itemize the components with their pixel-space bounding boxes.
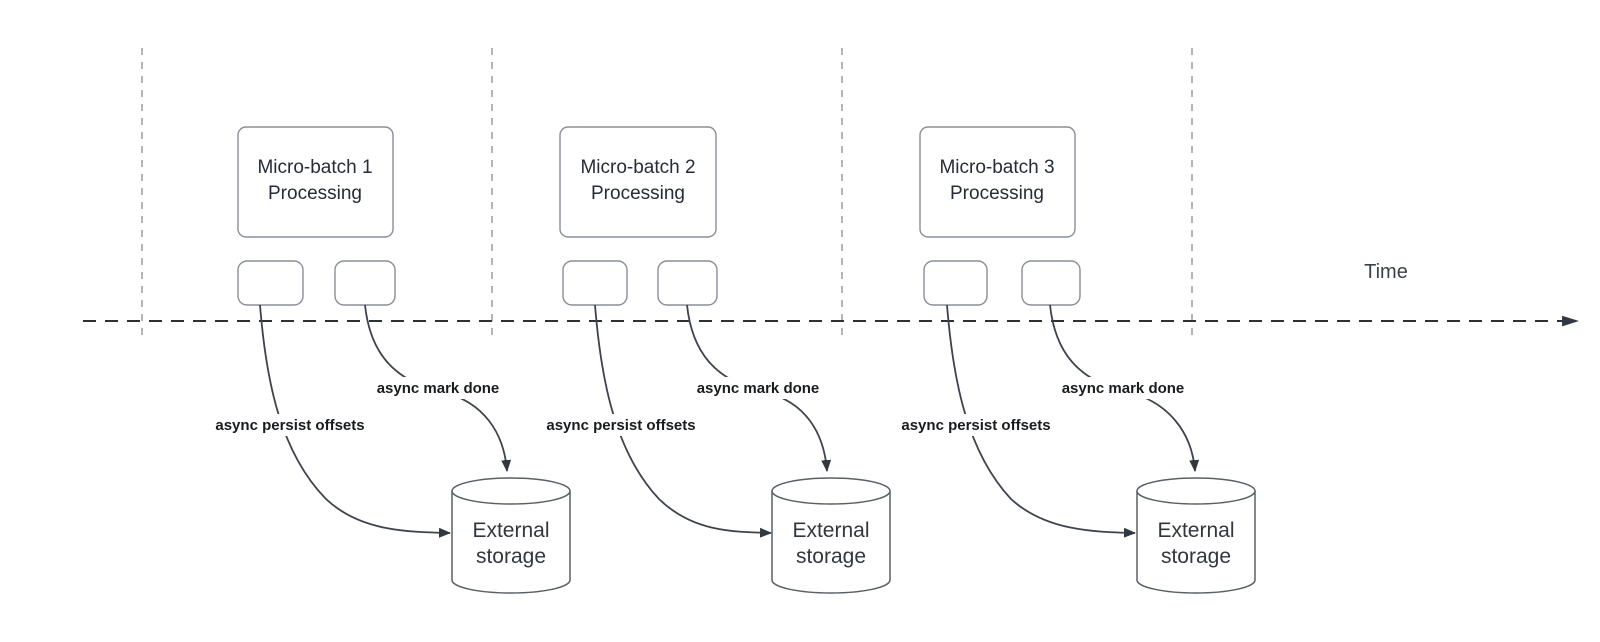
done-label-backdrop-2 bbox=[684, 377, 832, 399]
micro-batch-3-box bbox=[919, 126, 1076, 238]
done-source-box-2 bbox=[657, 260, 718, 306]
storage-label-line1-1: External bbox=[472, 519, 549, 542]
cylinder-top-3 bbox=[1136, 477, 1256, 505]
cylinder-body-3 bbox=[1136, 491, 1256, 594]
mark-done-label-3: async mark done bbox=[1062, 380, 1185, 397]
persist-source-box-2 bbox=[562, 260, 628, 306]
storage-label-line2-1: storage bbox=[476, 545, 546, 568]
external-storage-cylinder-2: External storage bbox=[771, 477, 891, 594]
persist-offsets-label-3: async persist offsets bbox=[901, 417, 1050, 434]
external-storage-cylinder-3: External storage bbox=[1136, 477, 1256, 594]
micro-batch-3-label-line2: Processing bbox=[950, 183, 1044, 204]
micro-batch-group-3: Micro-batch 3 Processing async persist o… bbox=[888, 126, 1256, 594]
cylinder-top-1 bbox=[451, 477, 571, 505]
micro-batch-group-1: Micro-batch 1 Processing async persist o… bbox=[202, 126, 571, 594]
persist-label-backdrop-2 bbox=[533, 414, 709, 436]
micro-batch-group-2: Micro-batch 2 Processing async persist o… bbox=[533, 126, 891, 594]
storage-label-line1-2: External bbox=[792, 519, 869, 542]
cylinder-top-2 bbox=[771, 477, 891, 505]
mark-done-label-2: async mark done bbox=[697, 380, 820, 397]
storage-label-line2-2: storage bbox=[796, 545, 866, 568]
done-label-backdrop-3 bbox=[1049, 377, 1197, 399]
micro-batch-2-box bbox=[559, 126, 717, 238]
external-storage-cylinder-1: External storage bbox=[451, 477, 571, 594]
cylinder-body-2 bbox=[771, 491, 891, 594]
cylinder-body-1 bbox=[451, 491, 571, 594]
done-source-box-1 bbox=[334, 260, 396, 306]
persist-source-box-3 bbox=[923, 260, 988, 306]
persist-label-backdrop-3 bbox=[888, 414, 1064, 436]
micro-batch-1-label-line1: Micro-batch 1 bbox=[257, 157, 372, 178]
persist-offsets-arrow-3 bbox=[946, 304, 1136, 538]
done-source-box-3 bbox=[1021, 260, 1081, 306]
persist-label-backdrop-1 bbox=[202, 414, 378, 436]
storage-label-line2-3: storage bbox=[1161, 545, 1231, 568]
micro-batch-2-label-line1: Micro-batch 2 bbox=[580, 157, 695, 178]
persist-source-box-1 bbox=[237, 260, 304, 306]
storage-label-line1-3: External bbox=[1157, 519, 1234, 542]
micro-batch-1-box bbox=[237, 126, 394, 238]
mark-done-label-1: async mark done bbox=[377, 380, 500, 397]
micro-batch-3-label-line1: Micro-batch 3 bbox=[939, 157, 1054, 178]
persist-offsets-label-1: async persist offsets bbox=[215, 417, 364, 434]
persist-offsets-arrow-1 bbox=[259, 304, 451, 538]
time-axis-label: Time bbox=[1364, 261, 1408, 283]
persist-offsets-label-2: async persist offsets bbox=[546, 417, 695, 434]
micro-batch-2-label-line2: Processing bbox=[591, 183, 685, 204]
done-label-backdrop-1 bbox=[364, 377, 512, 399]
persist-offsets-arrow-2 bbox=[594, 304, 772, 538]
micro-batch-1-label-line2: Processing bbox=[268, 183, 362, 204]
